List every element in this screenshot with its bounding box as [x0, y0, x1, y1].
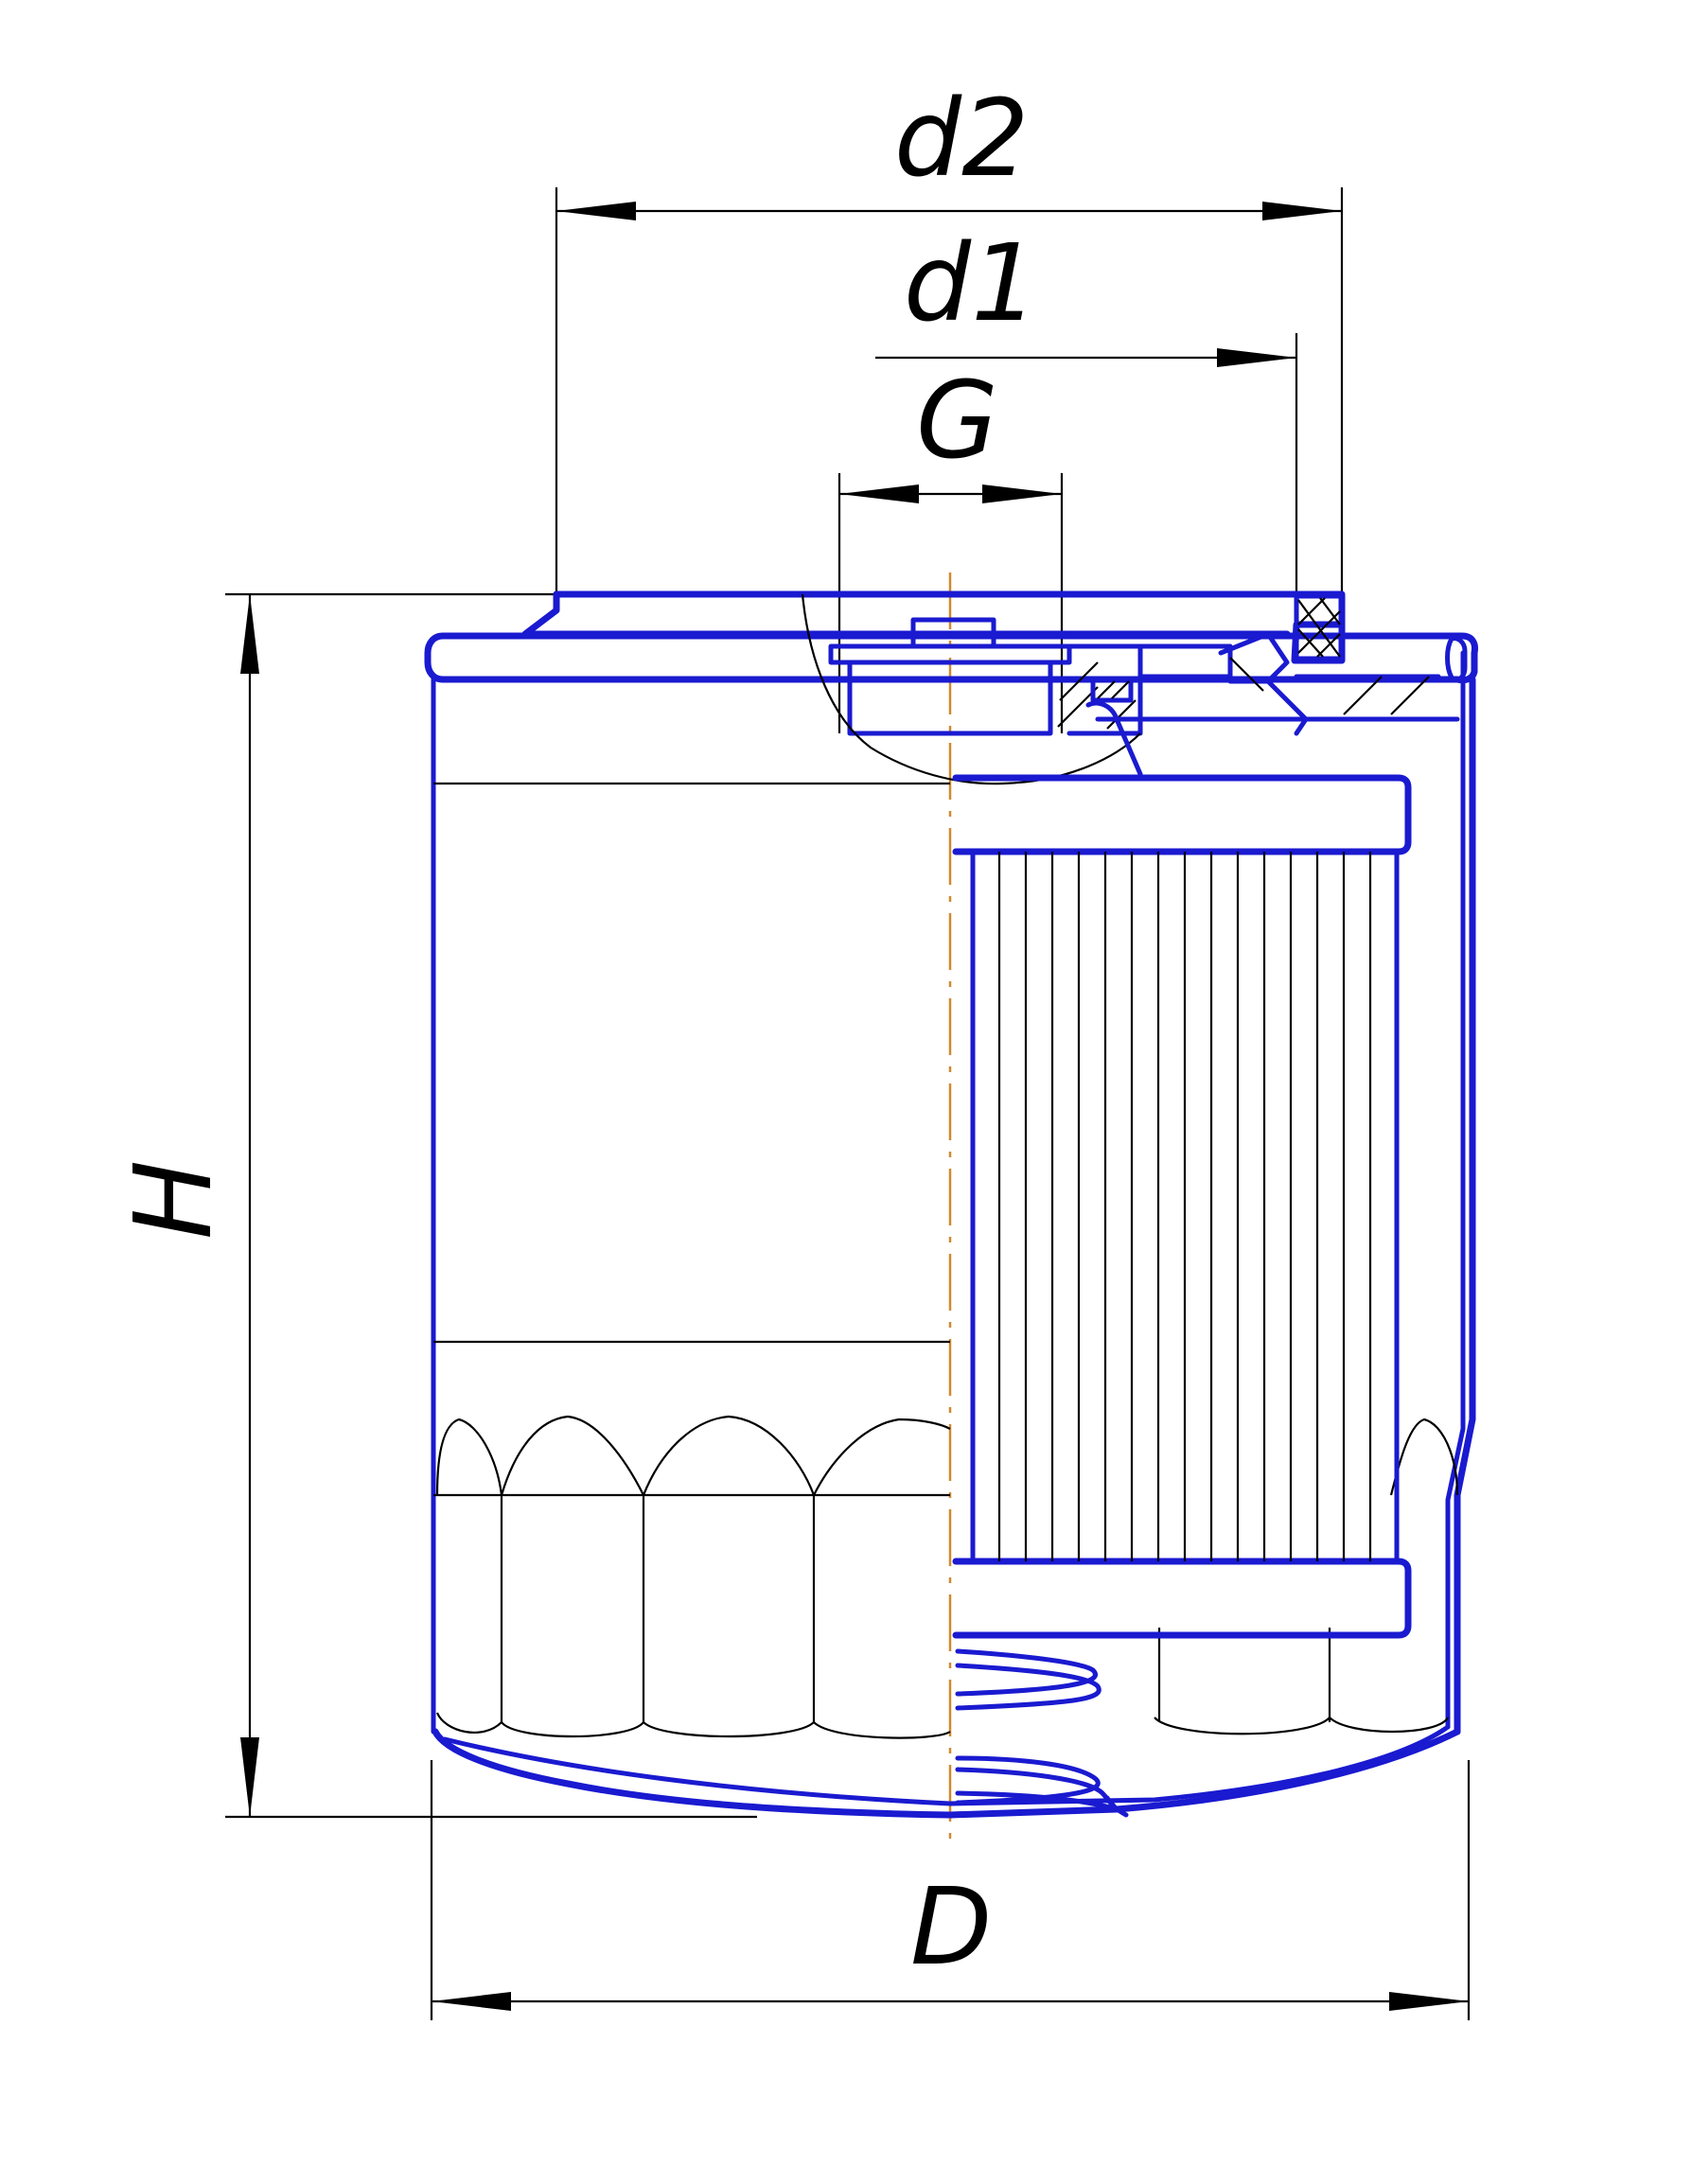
dimension-d1: d1 [875, 222, 1298, 594]
threaded-nipple [828, 617, 1233, 736]
g-label: G [916, 360, 998, 483]
housing-bands [433, 782, 950, 1497]
d1-label: d1 [904, 222, 1038, 345]
dimension-d: D [430, 1760, 1471, 2020]
filter-element [952, 774, 1412, 1639]
h-label: H [113, 1160, 236, 1240]
seal-gasket [1294, 593, 1345, 661]
dimension-h: H [113, 592, 757, 1819]
bypass-spring [955, 1648, 1129, 1818]
filter-pleats [997, 852, 1372, 1561]
dimension-g: G [837, 360, 1064, 733]
wrench-flutes [435, 1415, 1459, 1739]
d-label: D [910, 1866, 992, 1989]
dimension-d2: d2 [555, 78, 1344, 594]
bowl-curve [801, 593, 1141, 785]
valve-section [1085, 631, 1460, 777]
d2-label: d2 [894, 78, 1029, 201]
